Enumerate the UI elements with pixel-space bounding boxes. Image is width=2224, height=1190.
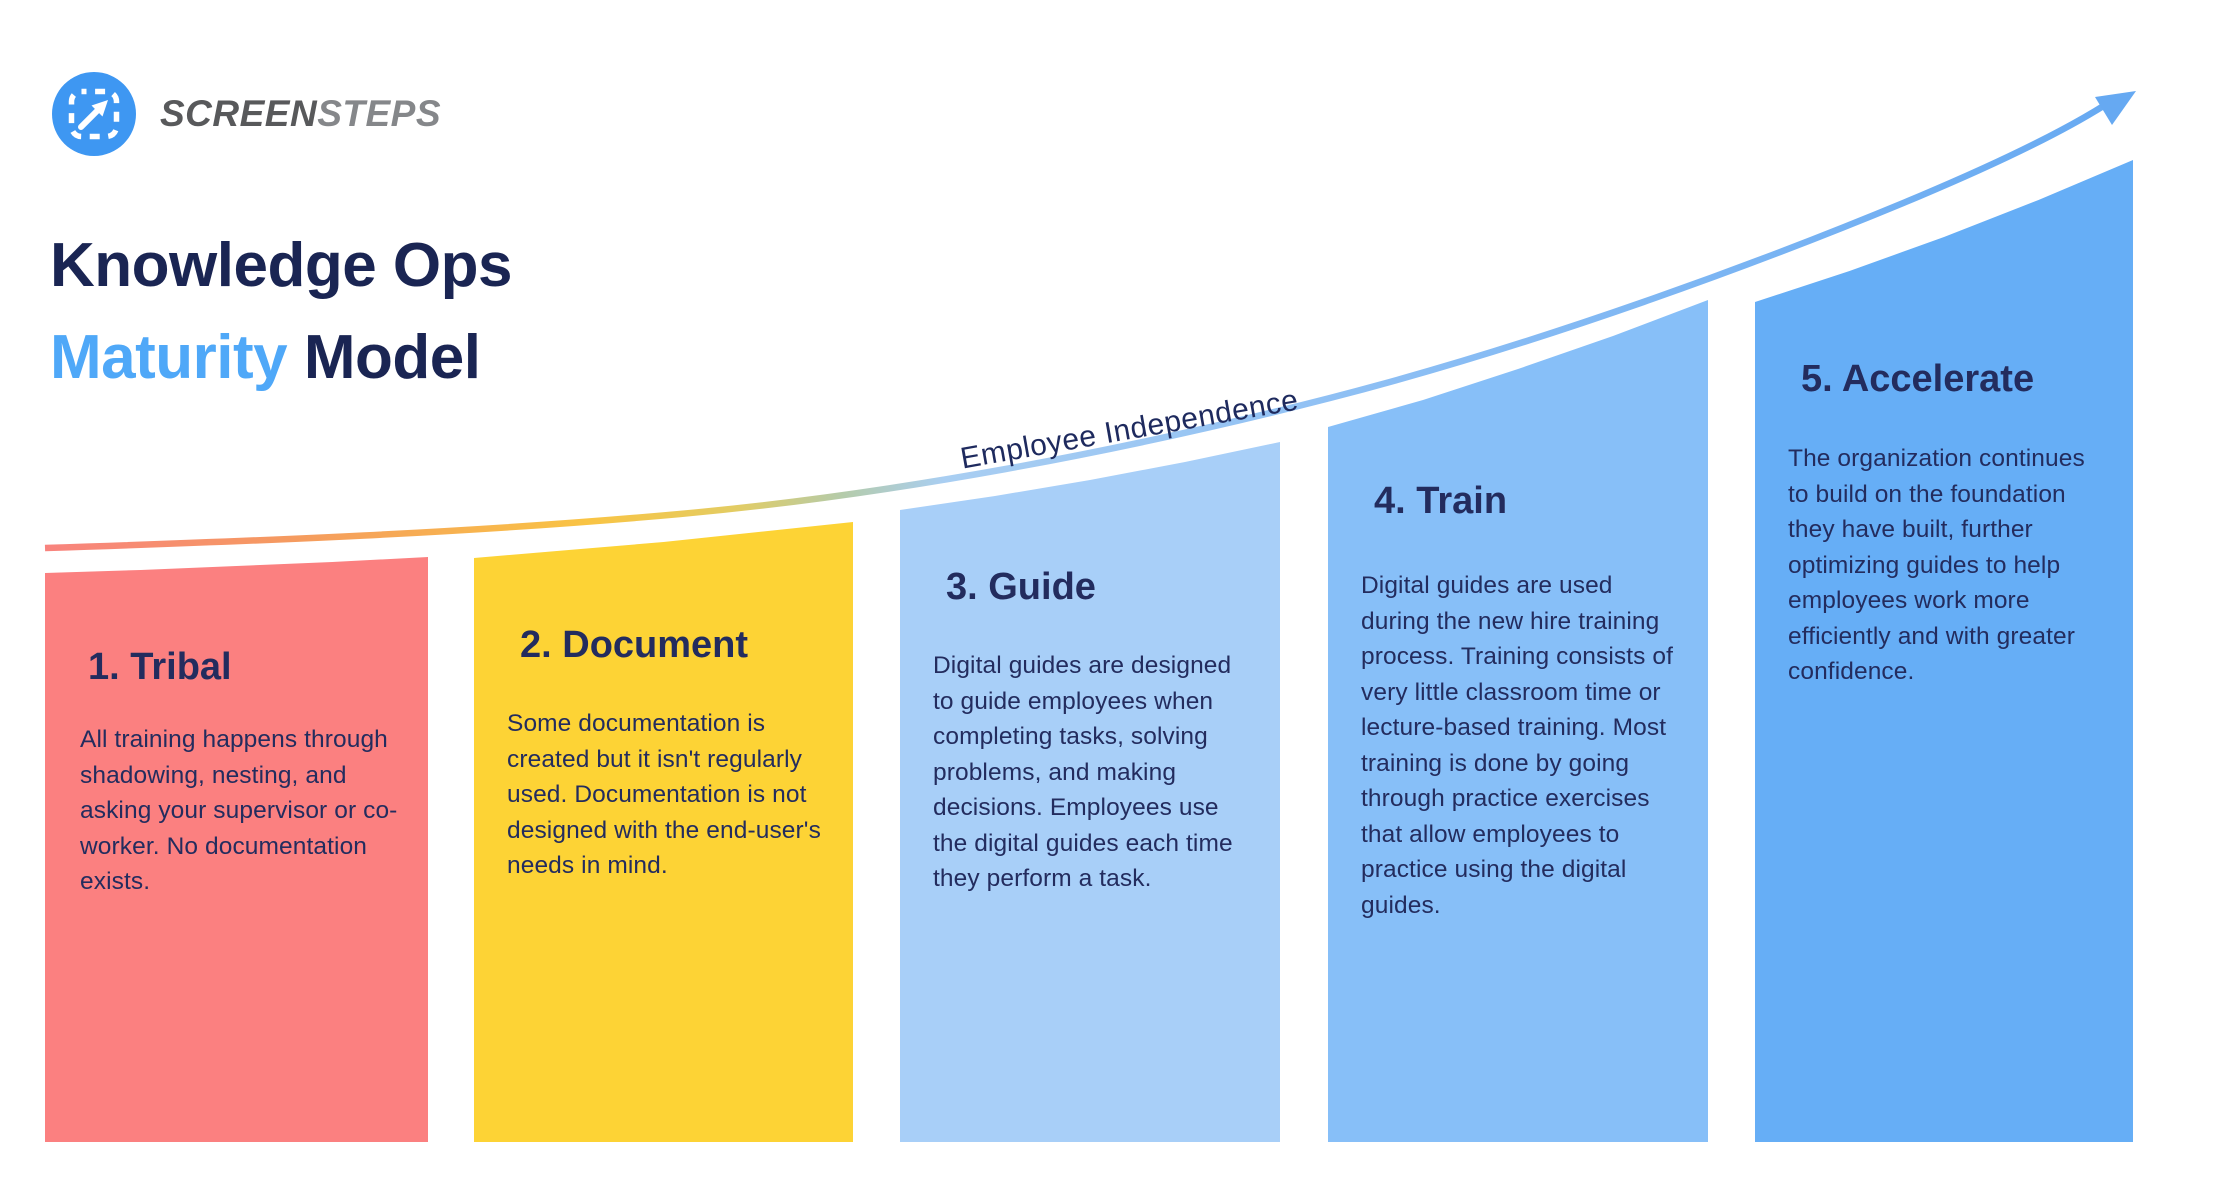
stage-description-guide: Digital guides are designed to guide emp… (933, 652, 1233, 892)
stage-description-tribal: All training happens through shadowing, … (80, 726, 398, 895)
screensteps-logo-icon (52, 72, 136, 156)
stage-column-tribal (45, 557, 428, 1142)
page-title-line1: Knowledge Ops (50, 231, 512, 300)
stage-title-tribal: 1. Tribal (88, 646, 232, 688)
stage-description-document: Some documentation is created but it isn… (507, 710, 821, 879)
stage-description-accelerate: The organization continues to build on t… (1788, 445, 2085, 685)
stage-column-guide (900, 442, 1280, 1142)
page-title-highlight: Maturity (50, 323, 288, 392)
page-title: Knowledge Ops Maturity Model (50, 220, 512, 404)
logo-wordmark-bold: SCREEN (160, 93, 318, 134)
stage-title-accelerate: 5. Accelerate (1801, 358, 2035, 400)
logo-wordmark: SCREENSTEPS (160, 93, 441, 135)
page-title-line2: Maturity Model (50, 312, 512, 404)
logo-wordmark-light: STEPS (317, 93, 442, 134)
stage-title-document: 2. Document (520, 624, 749, 666)
stage-title-train: 4. Train (1374, 480, 1508, 522)
stage-title-guide: 3. Guide (946, 566, 1096, 608)
logo: SCREENSTEPS (52, 72, 441, 156)
page-title-line2-rest: Model (287, 323, 481, 392)
stage-description-train: Digital guides are used during the new h… (1361, 572, 1674, 919)
arrowhead-icon (2095, 91, 2136, 125)
stage-column-document (474, 522, 853, 1142)
